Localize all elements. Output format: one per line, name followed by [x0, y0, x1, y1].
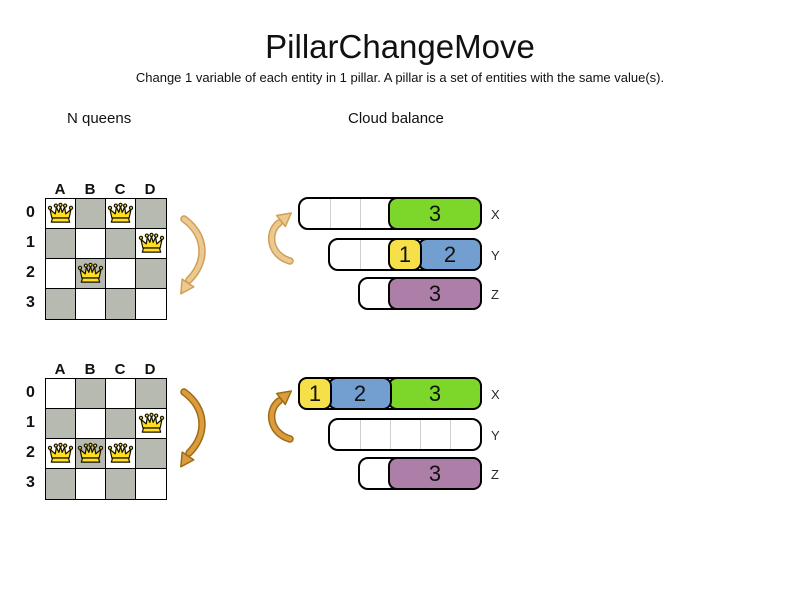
computer-label-x: X: [491, 207, 500, 222]
process-block-3: 3: [388, 377, 482, 410]
board-cell-A2: [46, 439, 76, 469]
nqueens-board-before: A B C D 0 1 2 3: [26, 181, 167, 320]
column-label-A: A: [54, 181, 66, 198]
queen-icon: [77, 442, 104, 463]
column-label-D: D: [144, 361, 156, 378]
capacity-divider: [360, 240, 361, 269]
move-arrow-queens-before: [180, 215, 206, 295]
page-subtitle: Change 1 variable of each entity in 1 pi…: [135, 70, 665, 85]
column-label-B: B: [84, 181, 96, 198]
computer-label-y: Y: [491, 248, 500, 263]
board-cell-B2: [76, 259, 106, 289]
capacity-divider: [330, 199, 331, 228]
row-label-0: 0: [26, 204, 35, 221]
process-block-3: 3: [388, 457, 482, 490]
board-cell-D0: [136, 379, 166, 409]
column-headers: A B C D: [45, 181, 167, 198]
board-cell-B1: [76, 229, 106, 259]
queen-icon: [107, 442, 134, 463]
board-cell-C2: [106, 439, 136, 469]
queen-icon: [77, 262, 104, 283]
process-block-3: 3: [388, 277, 482, 310]
page-title: PillarChangeMove: [265, 28, 535, 65]
process-block-1: 1: [388, 238, 422, 271]
board-cell-B0: [76, 379, 106, 409]
queen-icon: [47, 202, 74, 223]
board-cell-D2: [136, 259, 166, 289]
board-cell-C1: [106, 409, 136, 439]
row-label-3: 3: [26, 474, 35, 491]
board-cell-B0: [76, 199, 106, 229]
computer-bar-z: 3: [358, 457, 482, 490]
capacity-divider: [390, 420, 391, 449]
chess-board: [45, 378, 167, 500]
column-label-A: A: [54, 361, 66, 378]
computer-label-x: X: [491, 387, 500, 402]
computer-bar-x: 3: [298, 197, 482, 230]
nqueens-heading: N queens: [67, 110, 132, 127]
process-block-2: 2: [328, 377, 392, 410]
board-cell-D2: [136, 439, 166, 469]
column-label-D: D: [144, 181, 156, 198]
board-cell-B1: [76, 409, 106, 439]
capacity-divider: [360, 420, 361, 449]
board-cell-A2: [46, 259, 76, 289]
board-cell-A1: [46, 409, 76, 439]
process-block-3: 3: [388, 197, 482, 230]
cloudbalance-heading: Cloud balance: [348, 110, 444, 127]
board-cell-C0: [106, 199, 136, 229]
board-cell-A1: [46, 229, 76, 259]
board-cell-C3: [106, 289, 136, 319]
board-cell-A3: [46, 289, 76, 319]
computer-label-z: Z: [491, 467, 499, 482]
computer-bar-y: [328, 418, 482, 451]
column-headers: A B C D: [45, 361, 167, 378]
board-cell-C0: [106, 379, 136, 409]
chess-board: [45, 198, 167, 320]
board-cell-A0: [46, 379, 76, 409]
queen-icon: [47, 442, 74, 463]
board-cell-D1: [136, 409, 166, 439]
board-cell-C1: [106, 229, 136, 259]
capacity-divider: [420, 420, 421, 449]
board-cell-D0: [136, 199, 166, 229]
computer-bar-z: 3: [358, 277, 482, 310]
column-label-B: B: [84, 361, 96, 378]
capacity-divider: [360, 199, 361, 228]
board-cell-A3: [46, 469, 76, 499]
row-labels: 0 1 2 3: [26, 198, 45, 320]
process-block-1: 1: [298, 377, 332, 410]
capacity-divider: [450, 420, 451, 449]
board-cell-C2: [106, 259, 136, 289]
board-cell-A0: [46, 199, 76, 229]
row-label-2: 2: [26, 264, 35, 281]
row-label-3: 3: [26, 294, 35, 311]
computer-label-y: Y: [491, 428, 500, 443]
move-arrow-queens-after: [180, 388, 206, 468]
row-labels: 0 1 2 3: [26, 378, 45, 500]
board-cell-D1: [136, 229, 166, 259]
queen-icon: [138, 232, 164, 253]
row-label-2: 2: [26, 444, 35, 461]
process-block-2: 2: [418, 238, 482, 271]
move-arrow-cloud-after: [267, 390, 294, 443]
board-cell-B2: [76, 439, 106, 469]
column-label-C: C: [114, 181, 126, 198]
board-cell-C3: [106, 469, 136, 499]
column-label-C: C: [114, 361, 126, 378]
board-cell-D3: [136, 469, 166, 499]
computer-label-z: Z: [491, 287, 499, 302]
queen-icon: [138, 412, 164, 433]
row-label-0: 0: [26, 384, 35, 401]
board-cell-D3: [136, 289, 166, 319]
nqueens-board-after: A B C D 0 1 2 3: [26, 361, 167, 500]
board-cell-B3: [76, 469, 106, 499]
row-label-1: 1: [26, 414, 35, 431]
queen-icon: [107, 202, 134, 223]
row-label-1: 1: [26, 234, 35, 251]
move-arrow-cloud-before: [267, 212, 294, 265]
board-cell-B3: [76, 289, 106, 319]
